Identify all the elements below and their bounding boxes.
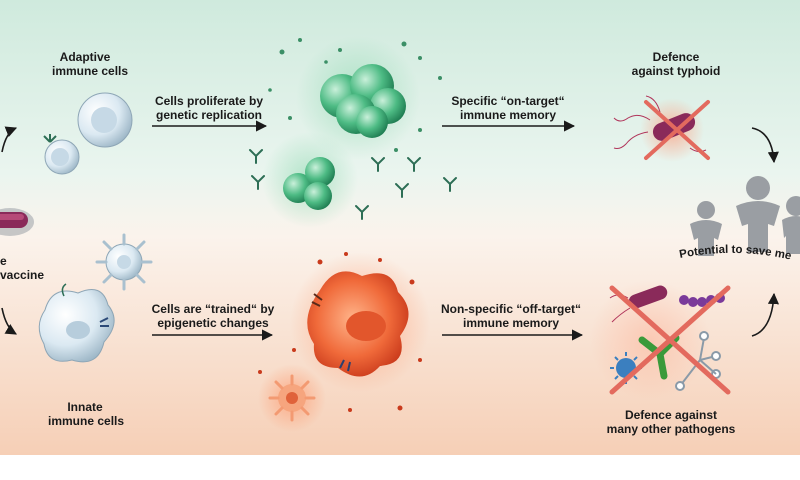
adaptive-cells-label: Adaptive immune cells xyxy=(52,50,129,78)
specific-memory-label: Specific “on-target“ immune memory xyxy=(440,94,576,122)
adaptive-cell-icon xyxy=(43,92,133,175)
typhoid-defence-label: Defence against typhoid xyxy=(628,50,724,78)
red-cross-icon xyxy=(644,100,710,160)
innate-cell-icon xyxy=(38,233,153,363)
innate-label-line1: Innate xyxy=(67,400,103,414)
specific-label-line1: Specific “on-target“ xyxy=(451,94,565,108)
specific-label-line2: immune memory xyxy=(459,108,557,122)
vaccine-bacterium-icon xyxy=(0,208,34,236)
pathogens-label-line1: Defence against xyxy=(624,408,718,422)
proliferate-label: Cells proliferate by genetic replication xyxy=(150,94,268,122)
nonspecific-label-line2: immune memory xyxy=(462,316,560,330)
vaccine-label-line2: vaccine xyxy=(0,268,45,282)
green-cell-cluster-icon xyxy=(249,36,457,228)
trained-label-line1: Cells are “trained“ by xyxy=(151,302,275,316)
pathogens-defence-label: Defence against many other pathogens xyxy=(596,408,746,436)
red-cross-icon xyxy=(609,285,731,395)
typhoid-label-line1: Defence xyxy=(652,50,700,64)
nonspecific-memory-label: Non-specific “off-target“ immune memory xyxy=(436,302,586,330)
nonspecific-label-line1: Non-specific “off-target“ xyxy=(440,302,581,316)
left-flow-arrows xyxy=(1,126,18,335)
adaptive-label-line2: immune cells xyxy=(52,64,129,78)
trained-label-line2: epigenetic changes xyxy=(157,316,269,330)
trained-label: Cells are “trained“ by epigenetic change… xyxy=(150,302,276,330)
pathogens-group-icon xyxy=(590,280,731,400)
proliferate-label-line1: Cells proliferate by xyxy=(154,94,264,108)
people-icon xyxy=(690,176,800,256)
proliferate-label-line2: genetic replication xyxy=(155,108,263,122)
right-flow-arrows xyxy=(751,127,780,337)
innate-label-line2: immune cells xyxy=(48,414,125,428)
memory-arrows xyxy=(442,120,584,341)
innate-cells-label: Innate immune cells xyxy=(48,400,125,428)
adaptive-label-line1: Adaptive xyxy=(59,50,111,64)
orange-trained-cell-icon xyxy=(258,252,430,432)
vaccine-label: e vaccine xyxy=(0,254,44,282)
vaccine-label-line1: e xyxy=(0,254,7,268)
typhoid-label-line2: against typhoid xyxy=(631,64,721,78)
fungus-icon xyxy=(675,331,721,391)
pathogens-label-line2: many other pathogens xyxy=(606,422,736,436)
